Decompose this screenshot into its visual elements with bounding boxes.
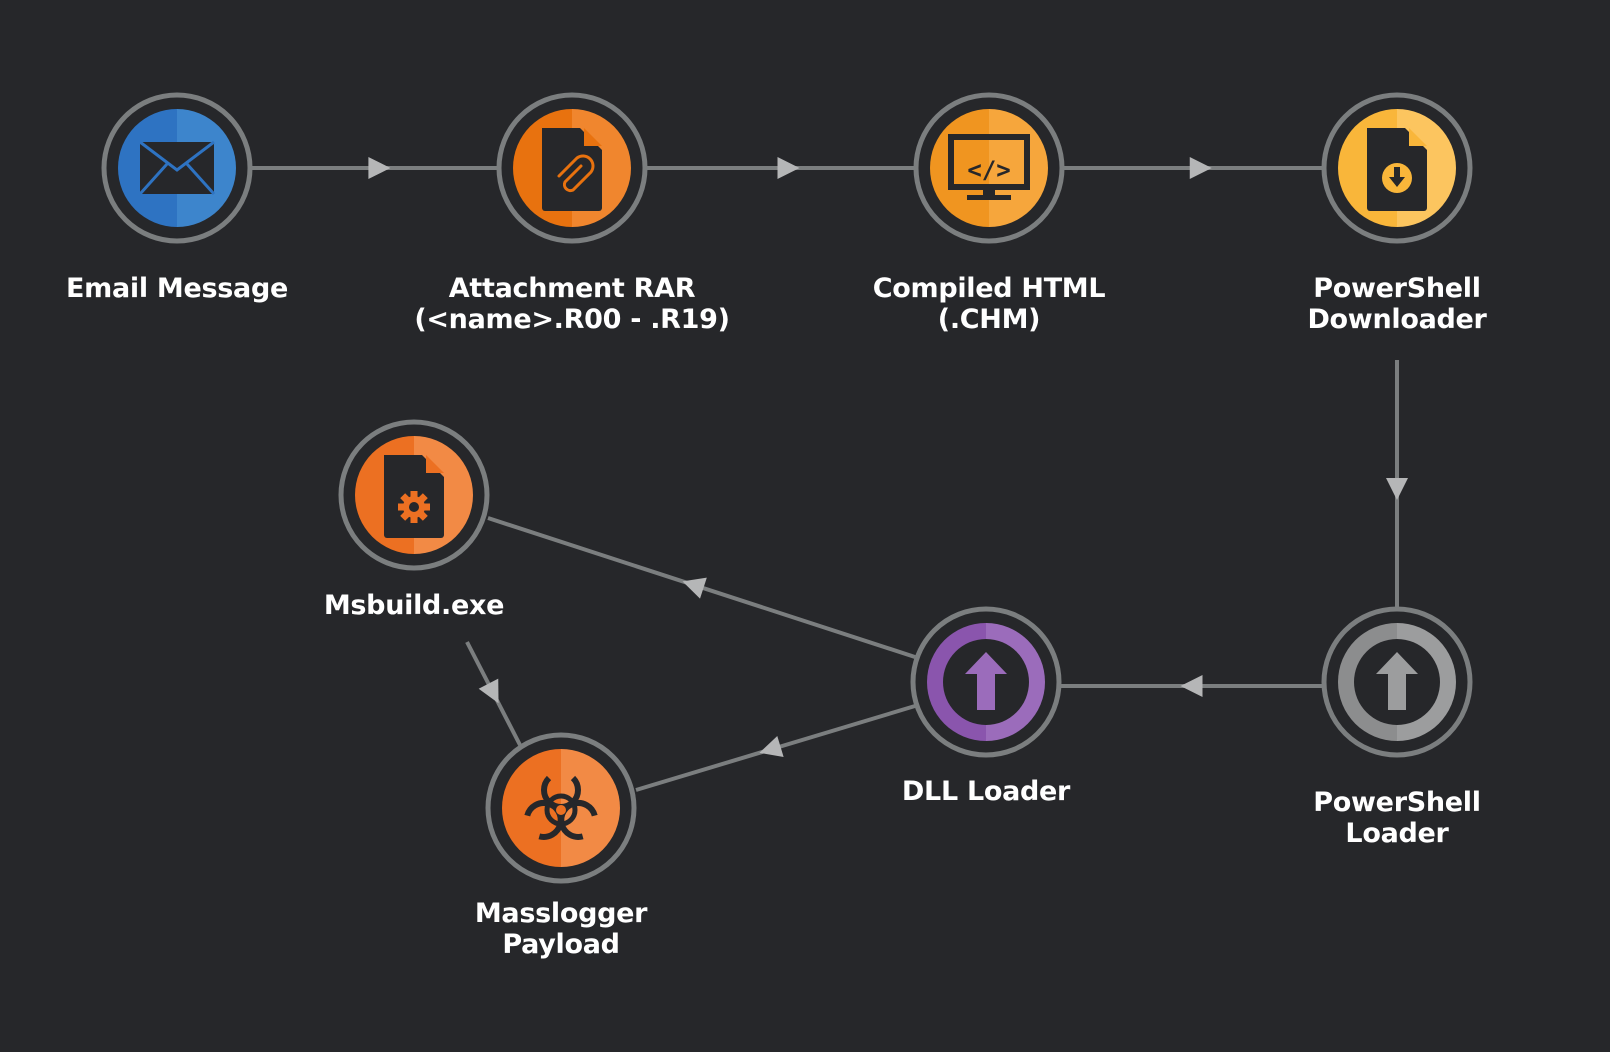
node-label-attachment: Attachment RAR(<name>.R00 - .R19)	[414, 273, 730, 335]
node-label-dll-loader: DLL Loader	[902, 776, 1070, 807]
edge-email-to-attachment	[252, 157, 497, 179]
biohazard-icon	[524, 775, 598, 840]
node-label-line: Loader	[1345, 818, 1449, 849]
edge-ps-downloader-to-ps-loader	[1386, 360, 1408, 608]
node-label-line: Attachment RAR	[448, 273, 696, 304]
arrowhead-icon	[368, 157, 391, 179]
node-label-line: Payload	[502, 929, 620, 960]
node-msbuild	[338, 419, 490, 571]
gear-file-icon	[384, 455, 444, 538]
svg-text:</>: </>	[967, 156, 1010, 184]
arrowhead-icon	[682, 577, 707, 599]
node-dll-loader	[910, 606, 1062, 758]
node-label-line: Downloader	[1307, 304, 1487, 335]
node-label-line: Masslogger	[474, 898, 648, 929]
edge-dll-loader-to-masslogger	[635, 704, 916, 792]
node-label-line: Compiled HTML	[872, 273, 1106, 304]
upload-ring-icon	[1354, 639, 1440, 725]
edge-ps-loader-to-dll-loader	[1061, 675, 1322, 697]
node-email	[101, 92, 253, 244]
node-masslogger	[485, 732, 637, 884]
arrowhead-icon	[1189, 157, 1212, 179]
node-label-line: (<name>.R00 - .R19)	[414, 304, 730, 335]
node-label-msbuild: Msbuild.exe	[323, 590, 505, 621]
node-ps-loader	[1321, 606, 1473, 758]
paperclip-file-icon	[542, 128, 602, 211]
edge-attachment-to-chm	[647, 157, 914, 179]
edge-dll-loader-to-msbuild	[487, 516, 916, 659]
download-file-icon	[1367, 128, 1427, 211]
arrowhead-icon	[1386, 477, 1408, 500]
arrowhead-icon	[478, 678, 499, 704]
node-attachment	[496, 92, 648, 244]
node-label-line: DLL Loader	[901, 776, 1071, 807]
edge-msbuild-to-masslogger	[465, 641, 522, 746]
code-monitor-icon: </>	[948, 134, 1030, 200]
node-label-line: Msbuild.exe	[323, 590, 505, 621]
arrowhead-icon	[1180, 675, 1203, 697]
node-ps-downloader	[1321, 92, 1473, 244]
edges-layer	[252, 157, 1408, 792]
arrowhead-icon	[777, 157, 800, 179]
node-label-line: PowerShell	[1313, 787, 1481, 818]
node-label-line: PowerShell	[1313, 273, 1481, 304]
edge-chm-to-ps-downloader	[1064, 157, 1322, 179]
node-label-line: Email Message	[66, 273, 288, 304]
arrowhead-icon	[759, 735, 784, 758]
node-label-line: (.CHM)	[937, 304, 1041, 335]
node-label-email: Email Message	[66, 273, 288, 304]
upload-ring-icon	[943, 639, 1029, 725]
node-chm: </>	[913, 92, 1065, 244]
node-label-chm: Compiled HTML(.CHM)	[873, 273, 1106, 335]
envelope-icon	[138, 140, 216, 196]
nodes-layer: </>	[101, 92, 1473, 884]
